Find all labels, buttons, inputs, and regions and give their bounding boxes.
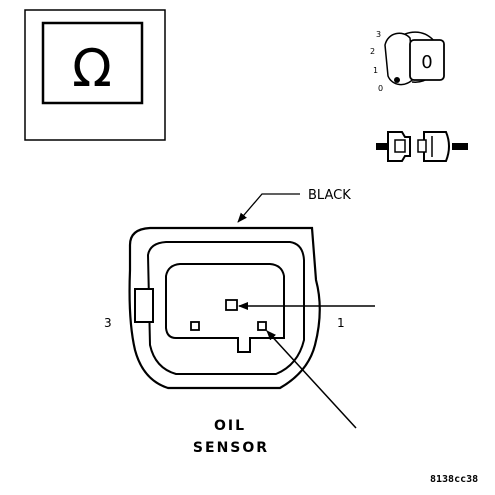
disconnected-connector-icon — [376, 131, 468, 162]
ignition-position-3: 3 — [376, 30, 381, 39]
pin-left-label: 3 — [104, 316, 112, 330]
terminal-1 — [257, 321, 267, 331]
ohmmeter-icon: Ω — [24, 9, 166, 141]
terminal-2 — [225, 299, 238, 311]
ignition-switch-icon: 3 2 1 0 0 — [370, 30, 445, 93]
terminal-3 — [190, 321, 200, 331]
component-label-line2: SENSOR — [193, 440, 269, 456]
connector-lock-tab — [134, 288, 154, 323]
connector-body — [128, 226, 321, 390]
ignition-position-1: 1 — [373, 66, 378, 75]
ignition-position-0: 0 — [378, 84, 383, 93]
pin-right-label: 1 — [337, 316, 345, 330]
wire-color-label: BLACK — [308, 188, 351, 203]
figure-code: 8138cc38 — [430, 474, 478, 485]
key-head-icon — [409, 39, 445, 81]
ohm-symbol: Ω — [72, 39, 112, 99]
ignition-position-2: 2 — [370, 47, 375, 56]
probe-arrow-lower — [266, 330, 357, 429]
black-label-leader — [237, 193, 300, 223]
key-label: 0 — [421, 52, 432, 73]
component-label-line1: OIL — [214, 418, 246, 434]
